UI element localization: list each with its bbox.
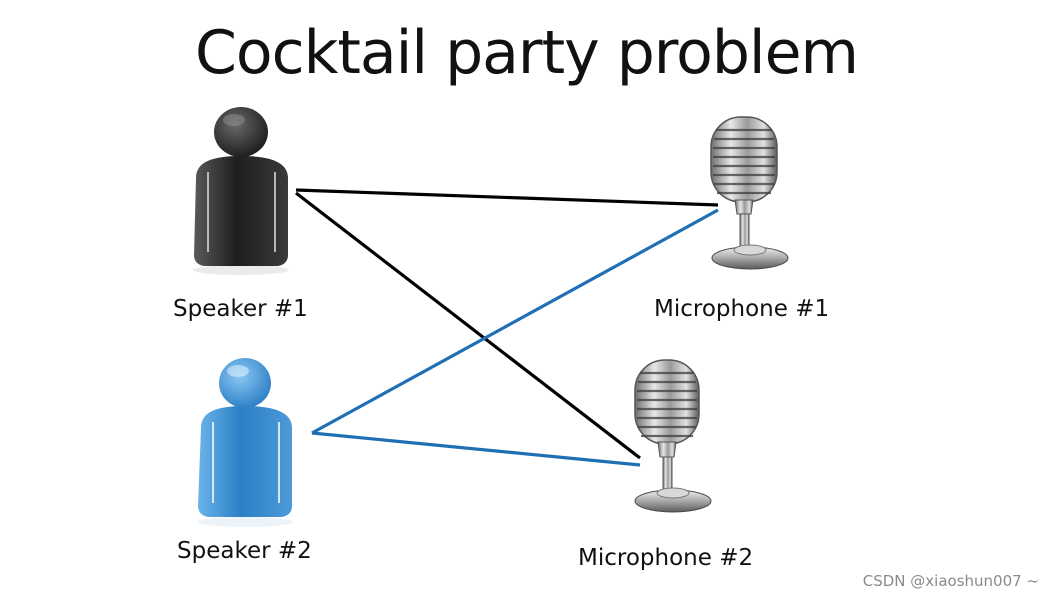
connection-speaker2-mic1 xyxy=(311,208,719,435)
microphone1-label: Microphone #1 xyxy=(654,296,830,322)
speaker2-label: Speaker #2 xyxy=(177,538,312,564)
watermark: CSDN @xiaoshun007 ~ xyxy=(862,572,1039,590)
microphone2-icon xyxy=(634,359,712,513)
microphone2-label: Microphone #2 xyxy=(578,545,754,571)
page-title: Cocktail party problem xyxy=(195,18,859,88)
speaker2-person-icon xyxy=(197,358,293,527)
speaker1-person-icon xyxy=(193,107,289,275)
speaker1-label: Speaker #1 xyxy=(173,296,308,322)
microphone1-icon xyxy=(710,116,789,270)
connection-speaker1-mic1 xyxy=(295,188,719,207)
connection-speaker1-mic2 xyxy=(295,191,641,460)
connection-speaker2-mic2 xyxy=(311,431,641,467)
